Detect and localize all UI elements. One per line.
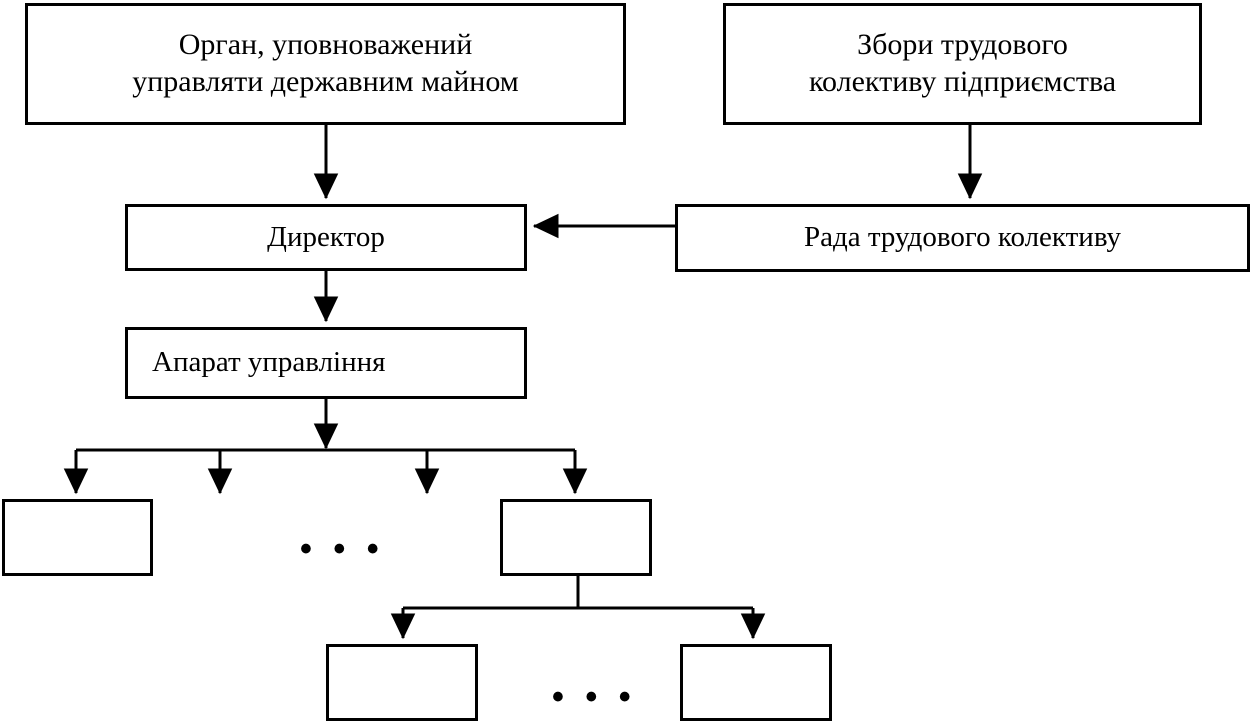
node-labor-collective-meeting[interactable]: Збори трудового колективу підприємства: [723, 3, 1202, 125]
node-labor-collective-council-label: Рада трудового колективу: [803, 221, 1122, 254]
units-ellipsis: • • •: [300, 530, 385, 568]
node-management-apparatus[interactable]: Апарат управління: [125, 327, 527, 399]
node-labor-collective-council[interactable]: Рада трудового колективу: [675, 204, 1250, 272]
node-authorized-body-label: Орган, уповноважений управляти державним…: [132, 28, 519, 98]
node-director-label: Директор: [267, 220, 385, 253]
subunits-ellipsis: • • •: [552, 678, 637, 716]
node-director[interactable]: Директор: [125, 204, 527, 271]
node-subunit-n[interactable]: [680, 644, 832, 721]
node-management-apparatus-label: Апарат управління: [152, 346, 386, 379]
node-subunit-1[interactable]: [326, 644, 478, 721]
node-unit-n[interactable]: [500, 499, 652, 576]
node-unit-1[interactable]: [2, 499, 153, 576]
node-authorized-body[interactable]: Орган, уповноважений управляти державним…: [25, 3, 626, 125]
node-labor-collective-meeting-label: Збори трудового колективу підприємства: [808, 28, 1117, 98]
